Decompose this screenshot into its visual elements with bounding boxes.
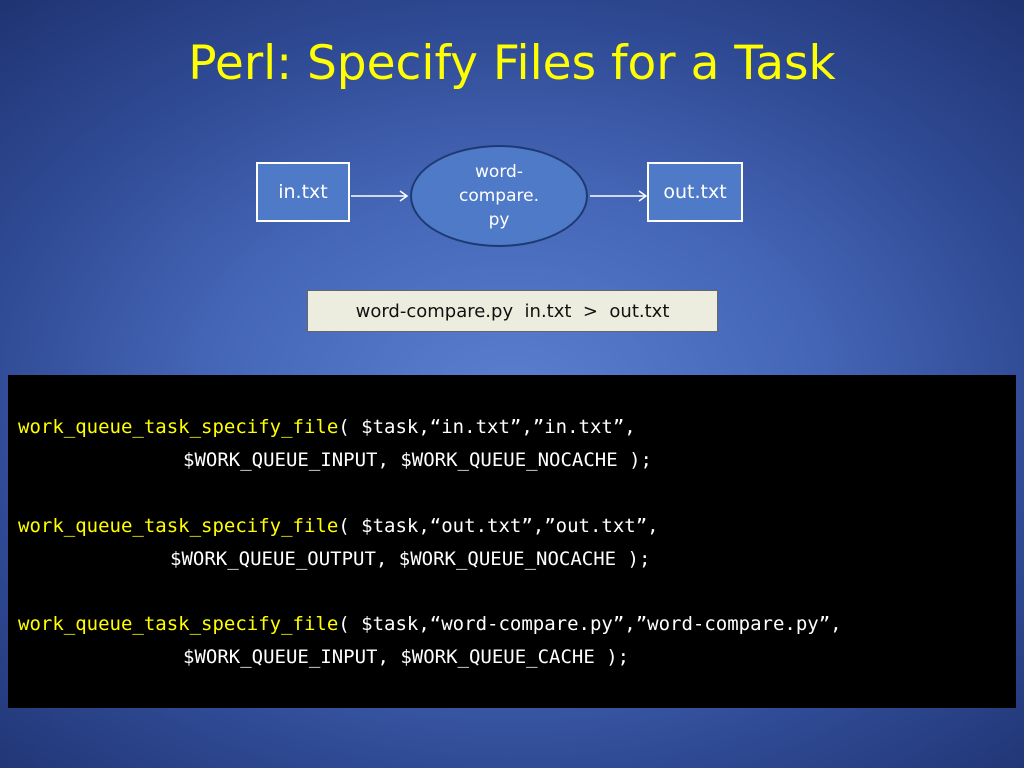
program-label-line3: py <box>488 210 510 230</box>
code-continuation-3: $WORK_QUEUE_INPUT, $WORK_QUEUE_CACHE ); <box>183 646 630 668</box>
code-args: ( $task,“in.txt”,”in.txt”, <box>338 416 636 438</box>
slide-title: Perl: Specify Files for a Task <box>188 36 836 91</box>
program-ellipse: word- compare. py <box>410 145 588 247</box>
program-label-line1: word- <box>475 162 523 182</box>
code-line-call-1: work_queue_task_specify_file( $task,“in.… <box>18 415 636 439</box>
code-args: ( $task,“word-compare.py”,”word-compare.… <box>338 613 842 635</box>
output-file-box: out.txt <box>647 162 743 222</box>
command-line-text: word-compare.py in.txt > out.txt <box>355 300 670 322</box>
code-panel: work_queue_task_specify_file( $task,“in.… <box>8 375 1016 708</box>
code-args: ( $task,“out.txt”,”out.txt”, <box>338 515 659 537</box>
input-file-box: in.txt <box>256 162 350 222</box>
code-function-name: work_queue_task_specify_file <box>18 613 339 635</box>
arrow-input-to-program <box>351 190 409 202</box>
code-continuation-2: $WORK_QUEUE_OUTPUT, $WORK_QUEUE_NOCACHE … <box>170 548 651 570</box>
code-continuation-1: $WORK_QUEUE_INPUT, $WORK_QUEUE_NOCACHE )… <box>183 449 652 471</box>
input-file-label: in.txt <box>278 181 328 203</box>
output-file-label: out.txt <box>663 181 727 203</box>
code-function-name: work_queue_task_specify_file <box>18 416 339 438</box>
command-line-box: word-compare.py in.txt > out.txt <box>307 290 718 332</box>
code-function-name: work_queue_task_specify_file <box>18 515 339 537</box>
program-label-line2: compare. <box>459 186 539 206</box>
code-line-call-2: work_queue_task_specify_file( $task,“out… <box>18 514 659 538</box>
code-line-call-3: work_queue_task_specify_file( $task,“wor… <box>18 612 842 636</box>
arrow-program-to-output <box>590 190 648 202</box>
